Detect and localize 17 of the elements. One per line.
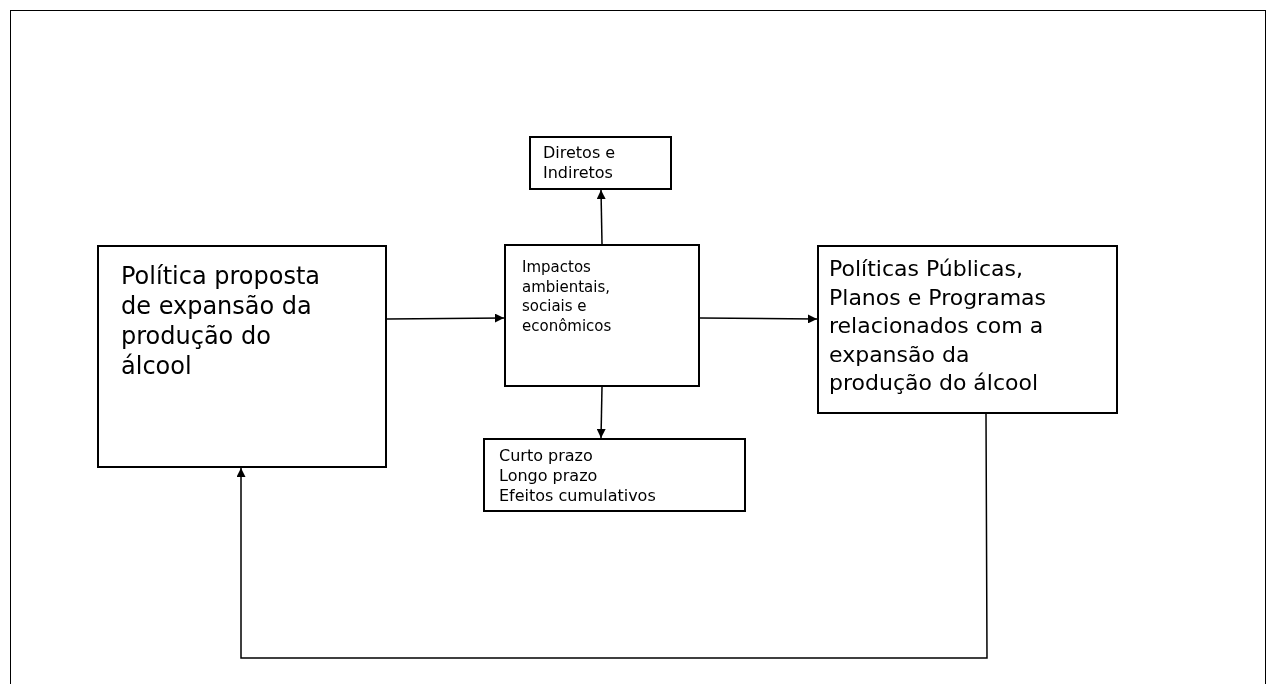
arrow [596,189,606,245]
process-box [817,245,1118,414]
box-text: Política proposta de expansão da produção do álcool [121,261,322,381]
process-box [504,244,700,387]
arrow [596,386,606,439]
process-box [97,245,387,468]
box-text: Longo prazo [499,466,599,486]
box-text: Impactos ambientais, sociais e econômicos [522,258,613,336]
arrow [699,314,818,324]
box-text: Diretos e Indiretos [543,143,617,183]
box-text: Políticas Públicas, Planos e Programas relacionados com a expansão da produção do álcool [829,255,1047,398]
process-box [483,438,746,512]
process-box [529,136,672,190]
arrow [386,313,505,323]
arrow [236,413,988,659]
box-text: Efeitos cumulativos [499,486,657,506]
box-text: Curto prazo [499,446,594,466]
